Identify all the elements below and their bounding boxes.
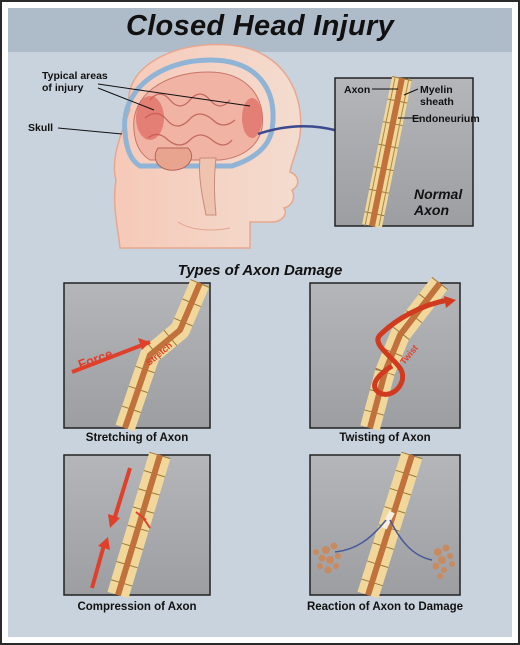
injury-area-back (242, 98, 262, 138)
caption-compression: Compression of Axon (77, 601, 197, 613)
label-axon: Axon (344, 84, 371, 96)
label-myelin-sheath: Myelin sheath (420, 84, 454, 108)
head-illustration (113, 43, 302, 249)
compression-arrow-upper (112, 467, 132, 521)
injury-area-front (136, 96, 164, 140)
label-endoneurium: Endoneurium (412, 113, 480, 125)
twist-arrow (372, 297, 449, 397)
normal-axon-core (369, 77, 405, 227)
compression-axon-core (115, 454, 163, 596)
section-title: Types of Axon Damage (177, 262, 343, 279)
label-typical-areas: Typical areas of injury (42, 70, 108, 94)
label-normal-axon: Normal Axon (414, 186, 463, 218)
cerebellum (154, 147, 192, 171)
stretching-axon-core (122, 281, 203, 429)
brainstem (199, 157, 217, 216)
title-banner (8, 8, 512, 52)
axon-leader-lines (372, 88, 420, 119)
label-skull: Skull (28, 122, 54, 134)
caption-reaction: Reaction of Axon to Damage (306, 601, 464, 613)
reaction-fiber-left (334, 519, 387, 553)
reaction-debris-left (313, 542, 341, 574)
reaction-fiber-right (389, 519, 433, 561)
compression-panel (63, 451, 211, 599)
reaction-panel (309, 451, 461, 599)
reaction-debris-right (432, 544, 455, 579)
caption-twisting: Twisting of Axon (339, 432, 431, 444)
normal-axon-panel (334, 76, 474, 228)
twisting-panel (309, 276, 461, 431)
skull-outline (122, 57, 276, 169)
page-title: Closed Head Injury (125, 10, 395, 42)
reaction-axon-core (365, 454, 415, 596)
caption-stretching: Stretching of Axon (85, 432, 189, 444)
stretching-panel (63, 279, 211, 432)
head-leader-lines (57, 83, 251, 135)
neck-line (177, 221, 231, 231)
force-arrow (71, 340, 151, 374)
compression-arrow-lower (90, 544, 106, 589)
